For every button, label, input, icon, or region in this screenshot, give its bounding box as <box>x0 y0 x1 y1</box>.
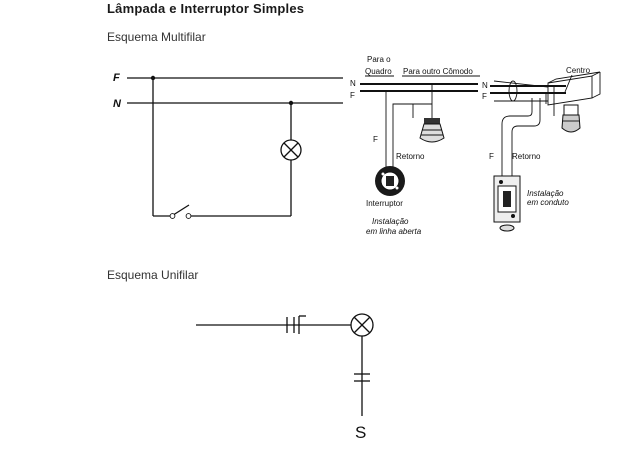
conduit-elbow-outer <box>501 98 533 176</box>
conduit-elbow-inner <box>511 98 541 176</box>
interruptor-label: Interruptor <box>366 199 403 208</box>
switch-s-symbol: S <box>355 423 366 442</box>
instalacao-conduto-label-2: em conduto <box>527 198 569 207</box>
instalacao-conduto-label-1: Instalação <box>527 189 564 198</box>
unifilar-heading: Esquema Unifilar <box>107 268 199 282</box>
unifilar-lamp-icon <box>350 313 374 337</box>
conduit-wiring-illustration: Centro N F F Retorno <box>482 66 601 232</box>
para-o-label: Para o <box>367 55 391 64</box>
bulb-socket-icon <box>419 118 445 143</box>
instalacao-aberta-label-2: em linha aberta <box>366 227 422 236</box>
page-title: Lâmpada e Interruptor Simples <box>107 1 305 16</box>
multifilar-heading: Esquema Multifilar <box>107 30 206 44</box>
phase-label: F <box>113 72 120 84</box>
instalacao-aberta-label-1: Instalação <box>372 217 409 226</box>
switch-symbol <box>169 204 192 219</box>
retorno-label-left: Retorno <box>396 152 425 161</box>
drop-conductor-marks <box>354 373 370 382</box>
surface-switch-icon <box>375 166 405 196</box>
multifilar-schematic: F N <box>113 72 343 219</box>
neutral-label: N <box>113 98 122 110</box>
f-label-left: F <box>350 91 355 100</box>
ceiling-lamp-holder-icon <box>561 104 581 133</box>
return-route-open <box>392 103 414 170</box>
n-label-right: N <box>482 81 488 90</box>
n-label-left: N <box>350 79 356 88</box>
conductor-marks <box>286 315 306 334</box>
unifilar-schematic: S <box>196 313 374 442</box>
f-vertical-label-right: F <box>489 152 494 161</box>
retorno-label-right: Retorno <box>512 152 541 161</box>
flush-switch-icon <box>493 175 521 232</box>
f-label-right: F <box>482 92 487 101</box>
para-outro-comodo-label: Para outro Cômodo <box>403 67 473 76</box>
open-wiring-illustration: Para o Quadro Para outro Cômodo N F F Re… <box>350 55 480 236</box>
f-vertical-label-left: F <box>373 135 378 144</box>
lamp-icon <box>280 139 302 161</box>
quadro-label: Quadro <box>365 67 392 76</box>
centro-label: Centro <box>566 66 591 75</box>
